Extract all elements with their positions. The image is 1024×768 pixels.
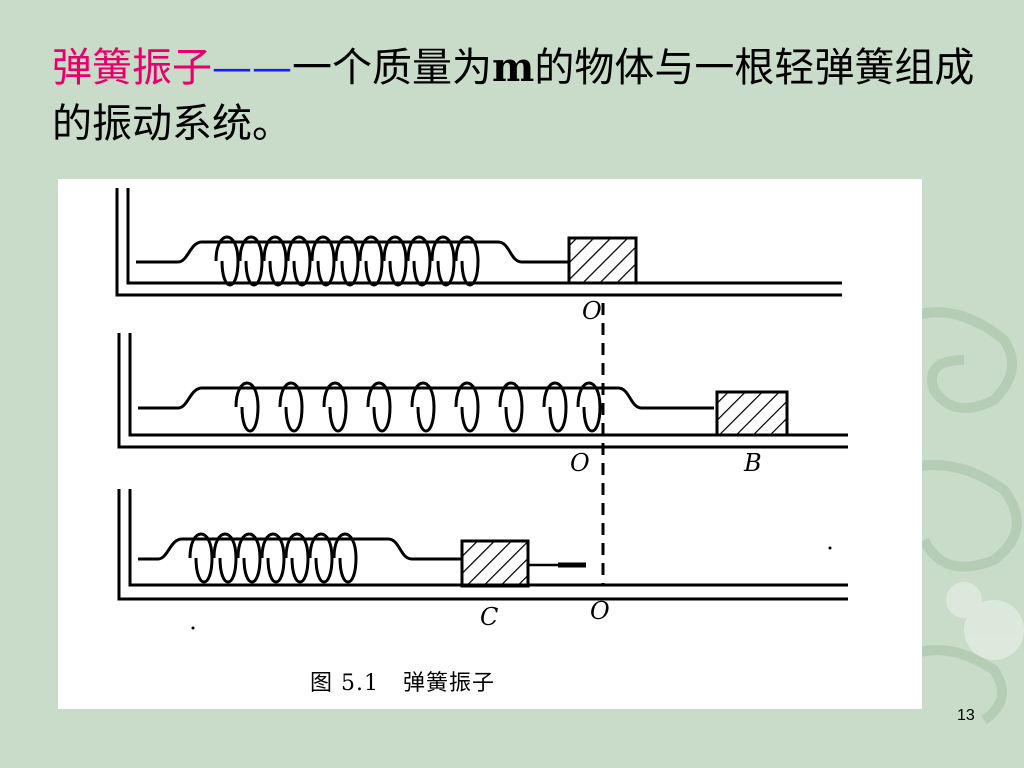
position-label-c: C (480, 603, 498, 631)
position-label-o: O (582, 297, 602, 325)
slide-heading: 弹簧振子——一个质量为m的物体与一根轻弹簧组成的振动系统。 (52, 40, 1002, 152)
spring-coils (188, 532, 358, 584)
mass-block (715, 390, 789, 437)
mass-block (567, 236, 638, 285)
term-label: 弹簧振子 (52, 45, 212, 91)
mass-block (460, 539, 530, 588)
panel-equilibrium: O (115, 188, 842, 325)
mass-symbol: m (492, 44, 535, 91)
page-number: 13 (957, 707, 975, 724)
spring-oscillator-figure: O O B (58, 179, 922, 709)
spring-coils (234, 381, 602, 433)
spring-coils (214, 235, 480, 287)
panel-compressed: C O (117, 489, 848, 631)
title-dash: —— (212, 45, 292, 91)
position-label-o: O (590, 597, 610, 625)
spring (138, 386, 714, 410)
figure-caption: 图 5.1 弹簧振子 (310, 671, 495, 696)
spring (136, 240, 568, 264)
definition-text-1: 一个质量为 (292, 45, 492, 91)
position-label-b: B (743, 449, 762, 477)
position-label-o: O (570, 449, 590, 477)
spring-diagram: O O B (115, 188, 848, 631)
panel-stretched: O B (117, 333, 848, 477)
spring (138, 537, 462, 561)
definition-text-2: 的物体与一根轻弹簧组成的振动系统。 (52, 45, 975, 147)
